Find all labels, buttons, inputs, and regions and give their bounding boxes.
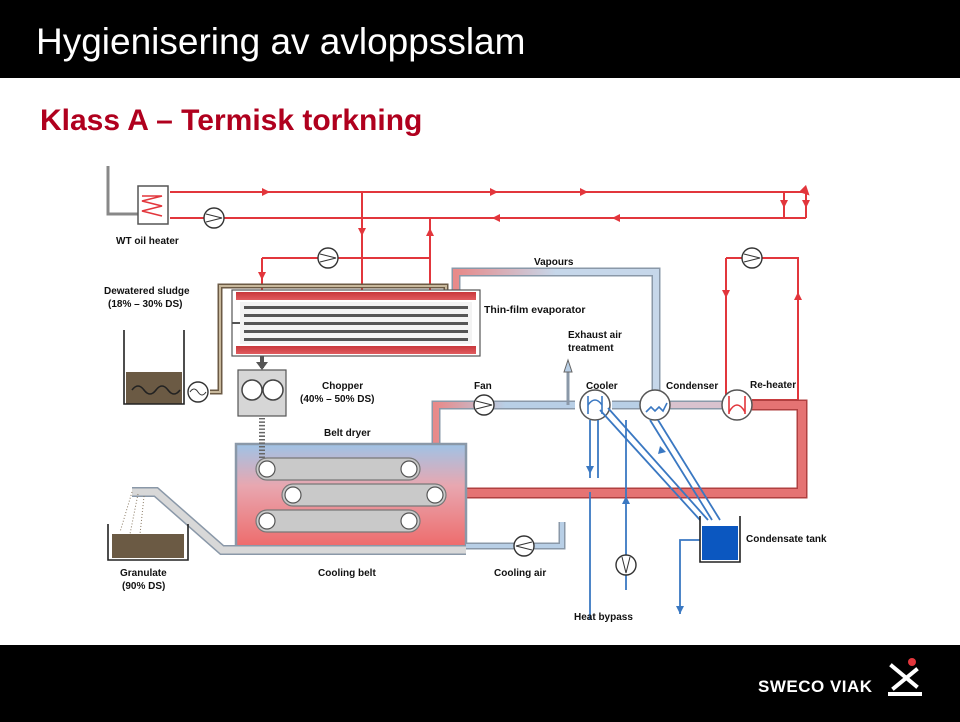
dryer-belts	[255, 457, 447, 533]
re-heater	[721, 389, 753, 421]
belt-dryer	[234, 418, 468, 550]
oil-pump-3	[741, 247, 763, 269]
sweco-logo-text: SWECO VIAK	[758, 677, 873, 696]
sludge-feed-line	[210, 283, 449, 395]
label-exhaust-1: Exhaust air	[568, 330, 622, 341]
oil-pump-1	[203, 207, 225, 229]
footer-bar	[0, 645, 960, 722]
label-exhaust-2: treatment	[568, 343, 614, 354]
label-reheater: Re-heater	[750, 380, 796, 391]
exhaust-air-treatment	[563, 358, 573, 405]
label-condenser: Condenser	[666, 381, 718, 392]
label-oil-heater: WT oil heater	[116, 236, 179, 247]
evaporator-rotor	[244, 306, 468, 341]
cooling-belt	[119, 487, 466, 555]
label-vapours: Vapours	[534, 257, 574, 268]
label-cooling-air: Cooling air	[494, 568, 546, 579]
label-cooling-belt: Cooling belt	[318, 568, 376, 579]
label-chopper: Chopper	[322, 381, 363, 392]
label-condensate-tank: Condensate tank	[746, 534, 827, 545]
label-fan: Fan	[474, 381, 492, 392]
label-heat-bypass: Heat bypass	[574, 612, 633, 623]
process-diagram: WT oil heater Vapours Dewatered sludge (…	[104, 166, 827, 623]
fan	[473, 394, 495, 416]
granulate-container	[107, 524, 189, 561]
sludge-pump	[187, 381, 209, 403]
thermal-oil-loop	[170, 184, 810, 401]
cooling-water-lines	[589, 407, 721, 620]
slide-subtitle: Klass A – Termisk torkning	[40, 104, 423, 137]
oil-heater	[106, 166, 169, 225]
bypass-pump	[615, 554, 637, 576]
sludge-container	[123, 330, 185, 405]
label-cooler: Cooler	[586, 381, 618, 392]
label-chopper-ds: (40% – 50% DS)	[300, 394, 374, 405]
label-dewatered-ds: (18% – 30% DS)	[108, 299, 182, 310]
oil-pump-2	[317, 247, 339, 269]
thin-film-evaporator	[231, 289, 481, 357]
title-bar	[0, 0, 960, 78]
label-granulate: Granulate	[120, 568, 167, 579]
oil-arrows	[258, 188, 810, 300]
cooling-air-duct	[466, 522, 566, 557]
sweco-logo-icon	[888, 658, 922, 696]
label-granulate-ds: (90% DS)	[122, 581, 165, 592]
slide-title: Hygienisering av avloppsslam	[36, 21, 526, 62]
water-arrows	[586, 446, 684, 614]
label-dewatered-sludge: Dewatered sludge	[104, 286, 190, 297]
air-duct-loop	[431, 399, 808, 499]
label-belt-dryer: Belt dryer	[324, 428, 371, 439]
label-evaporator: Thin-film evaporator	[484, 304, 586, 316]
vapours-duct	[451, 267, 661, 400]
chopper	[237, 356, 287, 417]
condensate-tank	[699, 516, 741, 563]
condenser	[639, 389, 671, 421]
